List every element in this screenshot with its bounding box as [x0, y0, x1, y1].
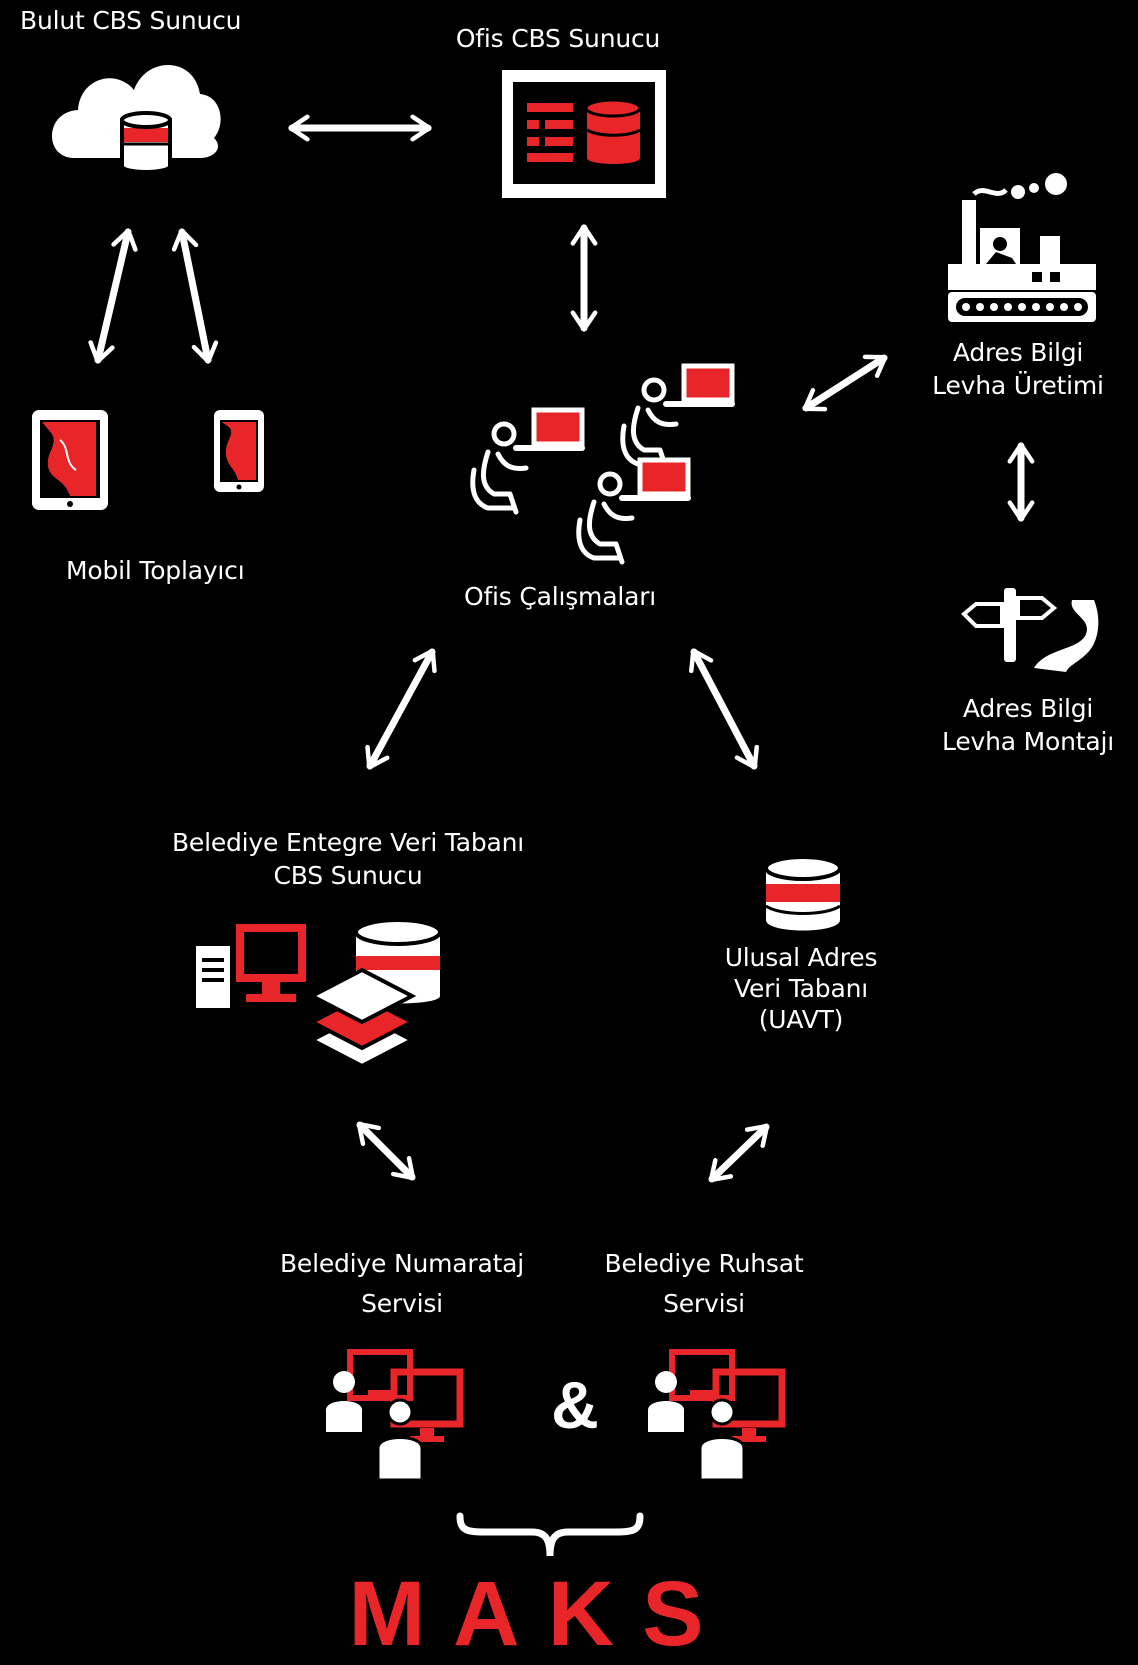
sign-mounting-line-2: Levha Montajı: [942, 727, 1114, 756]
numbering-service-line-2: Servisi: [361, 1289, 443, 1318]
arrow-work-national-db: [689, 648, 759, 770]
phone-map-icon: [214, 410, 264, 492]
national-db-label: Ulusal Adres Veri Tabanı (UAVT): [706, 942, 896, 1035]
sign-production-line-2: Levha Üretimi: [932, 371, 1104, 400]
sign-production-line-1: Adres Bilgi: [952, 338, 1084, 367]
cloud-database-icon: [51, 64, 221, 174]
ampersand: &: [551, 1368, 599, 1442]
arrow-db-numbering: [356, 1121, 416, 1181]
license-service-line-2: Servisi: [663, 1289, 745, 1318]
national-db-line-3: (UAVT): [758, 1005, 844, 1034]
arrow-work-sign-production: [802, 354, 888, 412]
national-db-line-2: Veri Tabanı: [734, 974, 868, 1003]
arrow-cloud-tablet: [88, 228, 138, 364]
municipality-db-label: Belediye Entegre Veri Tabanı CBS Sunucu: [158, 826, 538, 892]
arrow-cloud-phone: [171, 228, 219, 364]
road-sign-icon: [961, 588, 1099, 672]
arrow-work-municipality-db: [365, 648, 437, 770]
license-service-line-1: Belediye Ruhsat: [604, 1249, 804, 1278]
factory-icon: [948, 173, 1096, 322]
sign-mounting-line-1: Adres Bilgi: [962, 694, 1094, 723]
tablet-map-icon: [32, 410, 108, 510]
laptop-users-icon: [470, 366, 732, 562]
municipality-db-line-2: CBS Sunucu: [273, 861, 423, 890]
numbering-service-line-1: Belediye Numarataj: [279, 1249, 525, 1278]
office-server-label: Ofis CBS Sunucu: [455, 24, 661, 53]
cloud-server-label: Bulut CBS Sunucu: [20, 6, 242, 35]
office-work-label: Ofis Çalışmaları: [463, 582, 657, 611]
computer-database-layers-icon: [196, 918, 442, 1069]
maks-title: MAKS: [348, 1563, 732, 1665]
database-icon: [764, 855, 842, 931]
license-service-label: Belediye Ruhsat Servisi: [584, 1244, 824, 1324]
mobile-collector-label: Mobil Toplayıcı: [66, 556, 245, 585]
users-computers-icon: [326, 1352, 782, 1480]
sign-mounting-label: Adres Bilgi Levha Montajı: [918, 692, 1138, 758]
national-db-line-1: Ulusal Adres: [724, 943, 878, 972]
municipality-db-line-1: Belediye Entegre Veri Tabanı: [171, 828, 525, 857]
arrow-uavt-license: [708, 1123, 770, 1183]
curly-brace-icon: [456, 1512, 644, 1557]
sign-production-label: Adres Bilgi Levha Üretimi: [908, 336, 1128, 402]
numbering-service-label: Belediye Numarataj Servisi: [262, 1244, 542, 1324]
monitor-database-icon: [502, 70, 666, 198]
